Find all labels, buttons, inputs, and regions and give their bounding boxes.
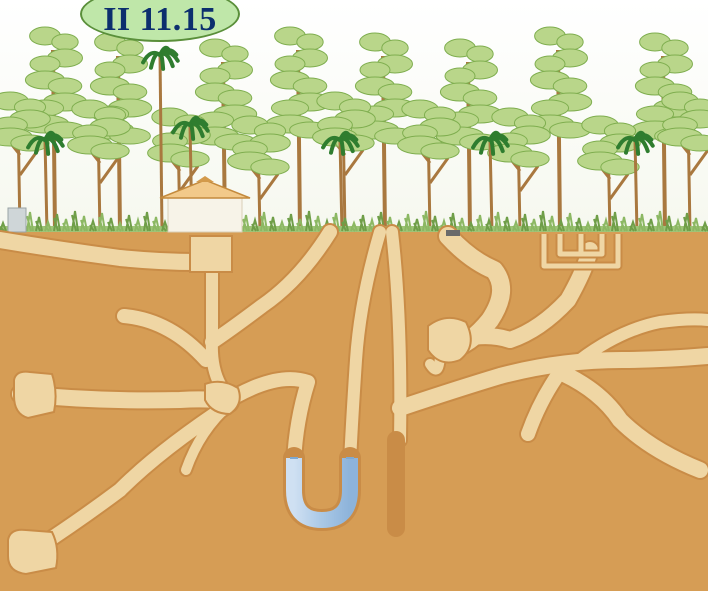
figure-label: II 11.15 [103, 1, 217, 39]
cave-chamber [8, 530, 57, 574]
entrance-icon [446, 230, 460, 236]
small-stone-icon [8, 208, 26, 232]
cave-chamber [428, 318, 471, 363]
cave-chamber [190, 236, 232, 272]
cave-chamber [14, 372, 56, 418]
figure-label-badge: II 11.15 [80, 0, 240, 42]
